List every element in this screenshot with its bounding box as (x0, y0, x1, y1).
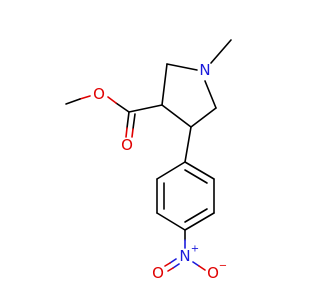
bond-carbonyl-o-single (115, 102, 130, 113)
bond-carbonyl-o-double-a (126, 111, 130, 129)
bond-c4-c3 (161, 104, 192, 128)
bond-c3-carbonyl (128, 104, 163, 113)
bond-carbonyl-o-double-b (132, 113, 136, 130)
bond-carbonyl-o-double-a-red (125, 127, 128, 138)
bond-c4-aryl (184, 126, 192, 163)
bond-ar1-ar2 (156, 161, 186, 180)
bond-o-methyl-red (79, 95, 91, 100)
molecule-canvas: N O O N + O O − (65, 39, 232, 282)
bond-nitro-o-left-red-b (164, 262, 171, 267)
ester-oxygen-double-label: O (121, 136, 133, 154)
bond-nitro-o-left-red-a (167, 267, 174, 272)
bond-n1-c5 (204, 80, 217, 109)
bond-carbonyl-o-single-red (107, 96, 117, 104)
structure-diagram: N O O N + O O − (65, 39, 232, 282)
bond-c5-c4 (190, 107, 217, 128)
bond-c2-n1 (166, 63, 198, 71)
bond-nitro-o-right-blue (192, 261, 200, 267)
bond-carbonyl-o-double-b-red (131, 128, 134, 138)
nitro-nitrogen-label: N (179, 247, 190, 265)
bond-n1-methyl (210, 39, 232, 64)
bond-o-methyl (65, 98, 81, 105)
bond-ar6-ar1 (184, 161, 215, 180)
nitro-oxygen-right-label: O (207, 264, 219, 282)
nitro-oxygen-left-label: O (152, 264, 164, 282)
bond-ar4-ar5-inner (184, 208, 208, 223)
bond-c3-c2 (161, 63, 168, 106)
bond-nitro-o-left-blue-b (169, 258, 177, 264)
bond-nitro-o-left-blue-a (172, 263, 180, 269)
nitro-oxygen-charge: − (219, 261, 227, 272)
bond-ar6-ar1-inner (184, 169, 208, 184)
bond-ar4-ar5 (184, 212, 215, 231)
bond-nitro-o-right-red (198, 265, 206, 271)
nitro-nitrogen-charge: + (191, 244, 199, 255)
amine-nitrogen-label: N (199, 61, 210, 79)
bond-ar3-ar4 (156, 212, 186, 231)
ester-oxygen-single-label: O (93, 85, 105, 103)
